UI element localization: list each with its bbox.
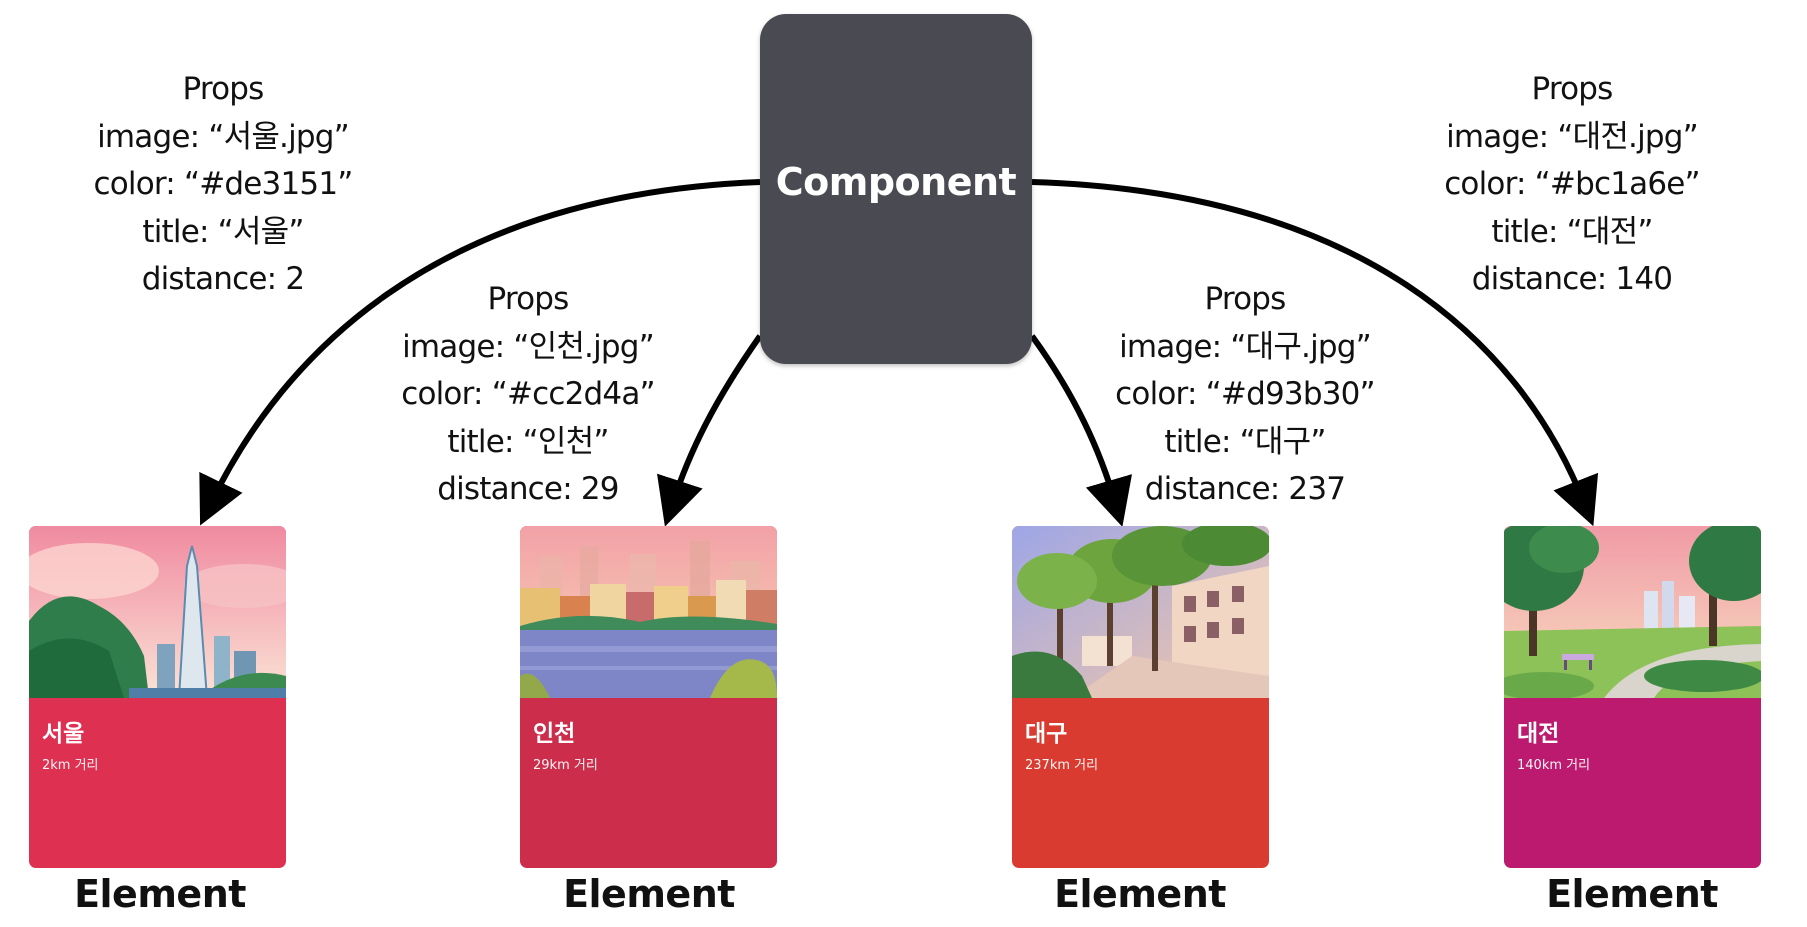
props-color: color: “#de3151”	[93, 166, 353, 202]
props-seoul: Props image: “서울.jpg” color: “#de3151” t…	[13, 66, 433, 304]
props-color: color: “#cc2d4a”	[401, 376, 655, 412]
element-label: Element	[74, 872, 246, 916]
props-distance: distance: 140	[1471, 261, 1673, 297]
props-color: color: “#bc1a6e”	[1444, 166, 1700, 202]
props-incheon: Props image: “인천.jpg” color: “#cc2d4a” t…	[318, 276, 738, 514]
city-card-daegu[interactable]: 대구 237km 거리	[1012, 526, 1269, 868]
daejeon-illustration	[1504, 526, 1761, 698]
card-distance: 140km 거리	[1517, 758, 1591, 773]
daegu-illustration	[1012, 526, 1269, 698]
props-distance: distance: 237	[1144, 471, 1346, 507]
card-title: 대구	[1025, 721, 1068, 747]
card-distance: 237km 거리	[1025, 758, 1099, 773]
card-title: 서울	[42, 721, 85, 747]
props-title: title: “인천”	[447, 423, 609, 460]
arrow-to-incheon	[657, 334, 763, 527]
props-title: title: “대전”	[1491, 213, 1653, 250]
props-distance: distance: 29	[437, 471, 619, 507]
arrow-to-daegu	[1029, 334, 1133, 527]
component-box: Component	[760, 14, 1032, 364]
props-image: image: “인천.jpg”	[402, 328, 655, 365]
element-label: Element	[563, 872, 735, 916]
props-image: image: “대전.jpg”	[1446, 118, 1699, 155]
component-label: Component	[775, 160, 1017, 204]
city-card-daejeon[interactable]: 대전 140km 거리	[1504, 526, 1761, 868]
card-distance: 2km 거리	[42, 758, 99, 773]
props-heading: Props	[1531, 71, 1613, 107]
props-daegu: Props image: “대구.jpg” color: “#d93b30” t…	[1035, 276, 1455, 514]
props-heading: Props	[182, 71, 264, 107]
props-image: image: “대구.jpg”	[1119, 328, 1372, 365]
arrow-to-seoul	[199, 179, 761, 526]
card-title: 인천	[533, 721, 576, 747]
seoul-illustration	[29, 526, 286, 698]
element-label: Element	[1546, 872, 1718, 916]
card-title: 대전	[1517, 721, 1560, 747]
incheon-illustration	[520, 526, 777, 698]
props-image: image: “서울.jpg”	[97, 118, 350, 155]
props-color: color: “#d93b30”	[1115, 376, 1375, 412]
arrow-to-daejeon	[1031, 179, 1599, 527]
props-title: title: “대구”	[1164, 423, 1326, 460]
props-daejeon: Props image: “대전.jpg” color: “#bc1a6e” t…	[1362, 66, 1782, 304]
props-title: title: “서울”	[142, 213, 304, 250]
props-heading: Props	[487, 281, 569, 317]
element-label: Element	[1054, 872, 1226, 916]
props-heading: Props	[1204, 281, 1286, 317]
props-distance: distance: 2	[141, 261, 305, 297]
card-distance: 29km 거리	[533, 758, 598, 773]
city-card-incheon[interactable]: 인천 29km 거리	[520, 526, 777, 868]
city-card-seoul[interactable]: 서울 2km 거리	[29, 526, 286, 868]
